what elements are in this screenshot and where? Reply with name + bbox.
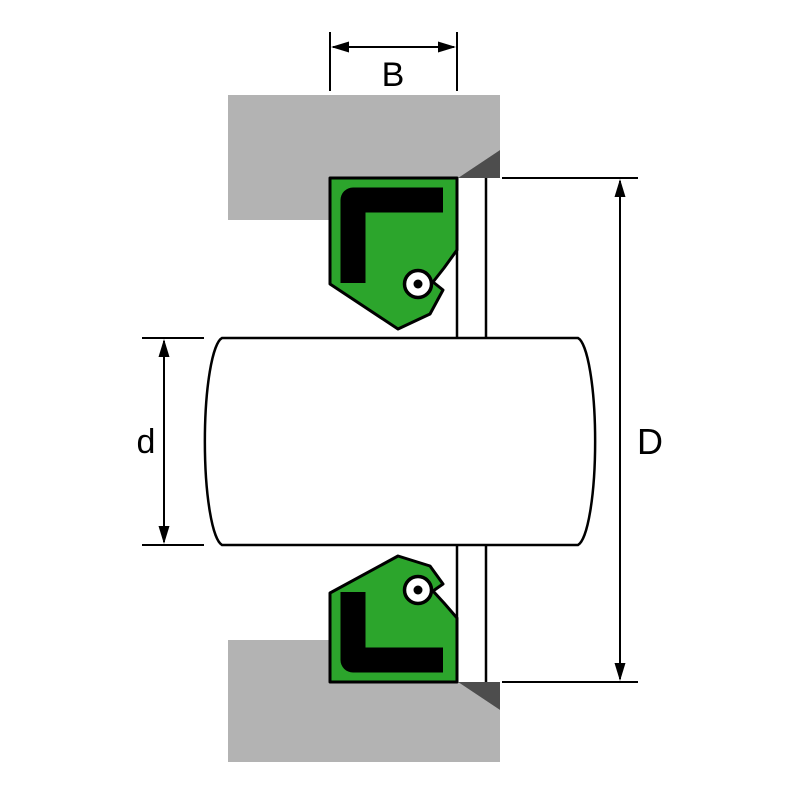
b-arrowhead-left-icon: [331, 41, 349, 53]
seal-top: [328, 176, 459, 331]
dimension-b: [329, 32, 458, 91]
housing-bottom-chamfer: [458, 682, 500, 710]
seal-top-case-insert: [340, 187, 443, 283]
seal-bottom: [328, 554, 459, 684]
housing-bottom: [228, 640, 500, 762]
shaft: [203, 336, 597, 547]
dimension-label-b: B: [382, 56, 405, 94]
d-arrowhead-top-icon: [158, 339, 170, 357]
outer-arrowhead-bottom-icon: [614, 663, 626, 681]
garter-spring-top-center: [413, 279, 423, 289]
dimension-outer: [502, 177, 638, 683]
housing-top: [228, 95, 500, 220]
garter-spring-bottom-center: [413, 585, 423, 595]
dimension-label-outer: D: [637, 421, 663, 462]
seal-bottom-case-insert: [340, 592, 443, 673]
outer-arrowhead-top-icon: [614, 179, 626, 197]
housing-top-chamfer: [458, 150, 500, 178]
dimension-d: [142, 337, 204, 546]
b-arrowhead-right-icon: [438, 41, 456, 53]
d-arrowhead-bottom-icon: [158, 526, 170, 544]
dimension-label-d: d: [137, 423, 156, 461]
